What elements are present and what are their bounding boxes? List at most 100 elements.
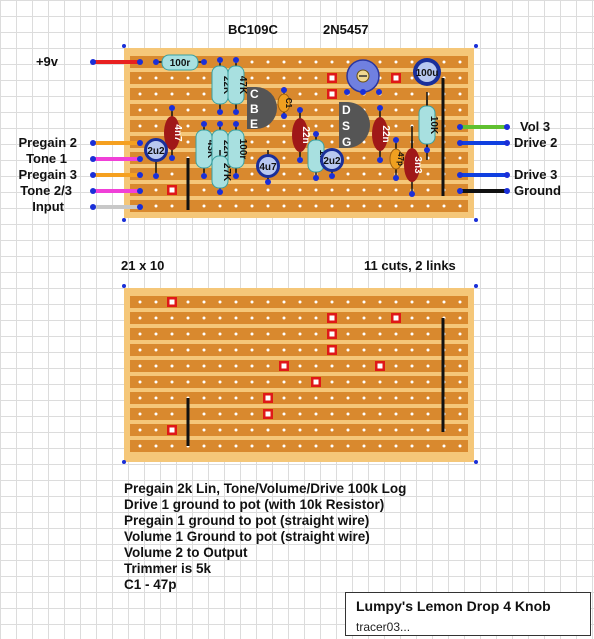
q1-pin-c: C — [250, 87, 259, 101]
note-line: Pregain 1 ground to pot (straight wire) — [124, 513, 370, 528]
strip-hole — [394, 412, 398, 416]
strip-hole — [314, 428, 318, 432]
strip-hole — [426, 364, 430, 368]
strip-hole — [314, 76, 318, 80]
strip-hole — [170, 204, 174, 208]
strip-hole — [314, 204, 318, 208]
strip-hole — [138, 380, 142, 384]
strip-hole — [202, 204, 206, 208]
strip-hole — [346, 60, 350, 64]
strip-hole — [458, 396, 462, 400]
strip-hole — [394, 60, 398, 64]
strip-hole — [154, 444, 158, 448]
strip-hole — [170, 76, 174, 80]
capacitor-22n-a: 22n — [292, 107, 311, 163]
strip-hole — [138, 76, 142, 80]
q1-type-label: BC109C — [228, 22, 278, 37]
strip-hole — [266, 140, 270, 144]
strip-hole — [154, 396, 158, 400]
strip-hole — [362, 364, 366, 368]
r1-label: 100r — [170, 58, 191, 69]
strip-hole — [282, 444, 286, 448]
strip-hole — [170, 364, 174, 368]
strip-hole — [282, 428, 286, 432]
strip-hole — [410, 380, 414, 384]
q2-type-label: 2N5457 — [323, 22, 369, 37]
layout-title: Lumpy's Lemon Drop 4 Knob — [356, 598, 551, 614]
strip-hole — [330, 108, 334, 112]
strip-hole — [458, 76, 462, 80]
strip-hole — [250, 156, 254, 160]
strip-hole — [362, 300, 366, 304]
strip-hole — [346, 412, 350, 416]
transistor-2n5457: D S G — [339, 102, 370, 149]
strip-hole — [458, 444, 462, 448]
strip-hole — [170, 332, 174, 336]
strip-hole — [378, 204, 382, 208]
strip-hole — [410, 396, 414, 400]
strip-hole — [138, 124, 142, 128]
strip-hole — [458, 204, 462, 208]
strip-hole — [426, 380, 430, 384]
q1-pin-b: B — [250, 102, 259, 116]
bottom-holes — [138, 300, 462, 448]
strip-hole — [426, 188, 430, 192]
strip-hole — [250, 396, 254, 400]
strip-hole — [138, 300, 142, 304]
strip-hole — [154, 412, 158, 416]
strip-hole — [154, 108, 158, 112]
strip-hole — [266, 348, 270, 352]
strip-hole — [234, 396, 238, 400]
strip-hole — [426, 412, 430, 416]
capacitor-2u2-middle: 2u2 — [320, 148, 344, 179]
strip-hole — [298, 396, 302, 400]
strip-hole — [426, 204, 430, 208]
strip-hole — [202, 444, 206, 448]
strip-hole — [394, 300, 398, 304]
r3-label: 47K — [237, 76, 248, 95]
strip-hole — [218, 380, 222, 384]
strip-hole — [362, 412, 366, 416]
strip-hole — [282, 60, 286, 64]
note-line: Pregain 2k Lin, Tone/Volume/Drive 100k L… — [124, 481, 407, 496]
strip-hole — [458, 332, 462, 336]
r5-label: 22K — [221, 140, 232, 159]
strip-hole — [346, 332, 350, 336]
strip-hole — [458, 380, 462, 384]
note-line: Drive 1 ground to pot (with 10k Resistor… — [124, 497, 385, 512]
strip-hole — [410, 108, 414, 112]
strip-hole — [346, 316, 350, 320]
strip-hole — [186, 300, 190, 304]
strip-hole — [378, 412, 382, 416]
capacitor-100u: 100u — [413, 58, 441, 86]
strip-hole — [410, 332, 414, 336]
strip-hole — [314, 412, 318, 416]
label-tone-1: Tone 1 — [26, 151, 67, 166]
bottom-stripboard — [124, 288, 474, 462]
strip-hole — [458, 300, 462, 304]
strip-hole — [298, 332, 302, 336]
strip-hole — [458, 348, 462, 352]
strip-hole — [298, 348, 302, 352]
strip-hole — [234, 204, 238, 208]
strip-hole — [298, 380, 302, 384]
r7-label: 100r — [237, 139, 248, 160]
strip-hole — [394, 188, 398, 192]
strip-hole — [138, 412, 142, 416]
resistor-27k: 27K — [211, 150, 232, 195]
strip-hole — [394, 396, 398, 400]
bottom-board-cuts — [167, 297, 401, 435]
strip-hole — [250, 380, 254, 384]
strip-hole — [218, 300, 222, 304]
strip-hole — [234, 412, 238, 416]
strip-hole — [234, 428, 238, 432]
strip-hole — [410, 60, 414, 64]
strip-hole — [170, 444, 174, 448]
strip-hole — [330, 140, 334, 144]
strip-hole — [202, 364, 206, 368]
strip-hole — [362, 428, 366, 432]
strip-hole — [458, 316, 462, 320]
strip-hole — [378, 188, 382, 192]
strip-hole — [266, 428, 270, 432]
